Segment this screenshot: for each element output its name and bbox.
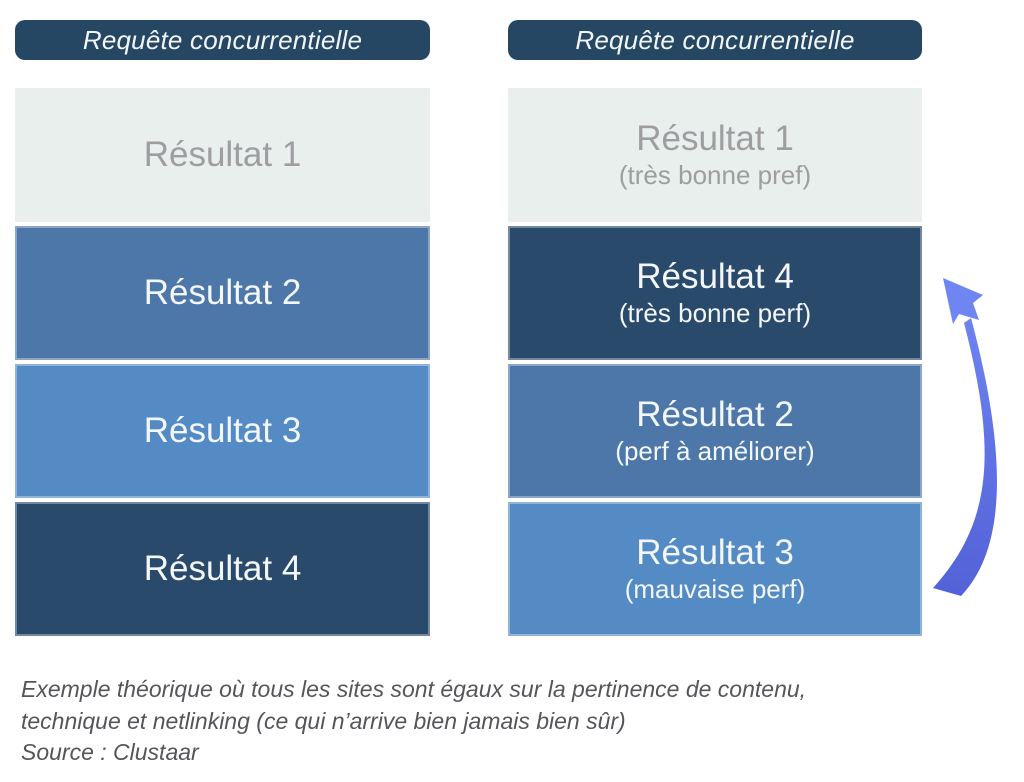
result-title: Résultat 3 [143,410,302,450]
caption-line-1: Exemple théorique où tous les sites sont… [21,676,807,702]
result-title: Résultat 4 [636,256,794,296]
caption: Exemple théorique où tous les sites sont… [21,674,981,769]
result-box-4: Résultat 4 [15,502,430,636]
result-box-4: Résultat 4 (très bonne perf) [508,226,922,360]
result-subtitle: (très bonne pref) [618,160,812,191]
query-label: Requête concurrentielle [508,20,922,60]
query-label-text: Requête concurrentielle [575,24,855,55]
result-box-2: Résultat 2 [15,226,430,360]
query-label: Requête concurrentielle [15,20,430,60]
result-box-1: Résultat 1 (très bonne pref) [508,88,922,222]
upward-curved-arrow-icon [925,270,1015,610]
result-title: Résultat 4 [143,548,302,588]
result-title: Résultat 3 [636,532,794,572]
caption-line-2: technique et netlinking (ce qui n’arrive… [21,707,626,734]
result-box-3: Résultat 3 (mauvaise perf) [508,502,922,636]
result-title: Résultat 1 [143,134,302,174]
result-box-2: Résultat 2 (perf à améliorer) [508,364,922,498]
serp-column-after: Requête concurrentielle Résultat 1 (très… [508,20,922,640]
query-label-text: Requête concurrentielle [82,24,363,55]
result-subtitle: (mauvaise perf) [624,574,806,605]
result-subtitle: (très bonne perf) [618,298,812,329]
result-title: Résultat 2 [143,272,302,312]
result-box-3: Résultat 3 [15,364,430,498]
result-title: Résultat 1 [636,118,794,158]
serp-column-before: Requête concurrentielle Résultat 1 Résul… [15,20,430,640]
arrow-svg [933,278,997,596]
result-box-1: Résultat 1 [15,88,430,222]
caption-source: Source : Clustaar [21,739,199,766]
result-title: Résultat 2 [636,394,794,434]
result-subtitle: (perf à améliorer) [615,436,815,467]
